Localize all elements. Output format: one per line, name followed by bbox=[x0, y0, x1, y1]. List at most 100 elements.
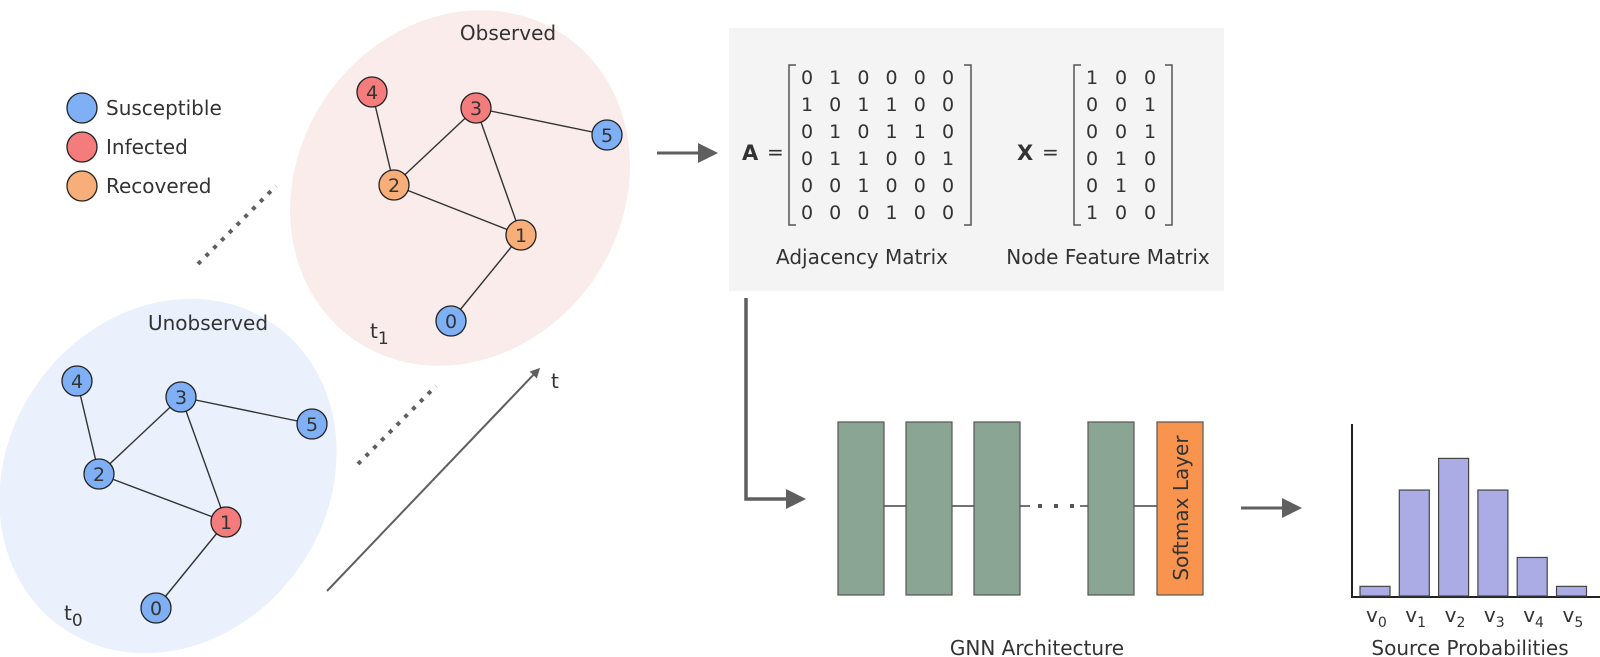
matrix-cell: 0 bbox=[829, 94, 841, 116]
matrix-cell: 0 bbox=[829, 175, 841, 197]
matrix-cell: 0 bbox=[801, 148, 813, 170]
node-circle-icon bbox=[460, 92, 492, 124]
legend-label: Recovered bbox=[106, 174, 211, 198]
matrix-cell: 1 bbox=[829, 148, 841, 170]
feature-right-bracket bbox=[1165, 64, 1173, 226]
matrix-cell: 0 bbox=[886, 175, 898, 197]
node-circle-icon bbox=[378, 169, 410, 201]
graph-edge bbox=[450, 234, 522, 322]
node-circle-icon bbox=[140, 592, 172, 624]
node-label: 0 bbox=[150, 598, 162, 620]
gnn-layer-3 bbox=[973, 421, 1021, 596]
matrix-cell: 0 bbox=[942, 202, 954, 224]
matrix-cell: 0 bbox=[801, 121, 813, 143]
matrix-cell: 0 bbox=[1115, 94, 1127, 116]
softmax-layer bbox=[1156, 421, 1204, 596]
matrix-cell: 1 bbox=[1144, 94, 1156, 116]
matrix-cell: 0 bbox=[1115, 67, 1127, 89]
matrix-cell: 0 bbox=[914, 67, 926, 89]
matrix-cell: 1 bbox=[1086, 202, 1098, 224]
graph-edge bbox=[393, 107, 477, 186]
graph-node: 5 bbox=[296, 408, 328, 440]
x-tick-label: v4 bbox=[1523, 603, 1544, 631]
recovered-swatch-icon bbox=[66, 170, 98, 202]
matrix-cell: 1 bbox=[942, 148, 954, 170]
feature-caption: Node Feature Matrix bbox=[1006, 245, 1210, 269]
adjacency-equals: = bbox=[767, 140, 784, 164]
x-tick-label: v3 bbox=[1484, 603, 1505, 631]
node-label: 5 bbox=[306, 414, 318, 436]
gnn-architecture: Softmax Layer bbox=[837, 421, 1204, 596]
bar-v4 bbox=[1516, 556, 1548, 597]
graph-node: 0 bbox=[435, 305, 467, 337]
x-tick-label: v5 bbox=[1563, 603, 1584, 631]
graph-edge bbox=[180, 396, 227, 523]
to-gnn-arrow-icon bbox=[744, 298, 806, 509]
node-circle-icon bbox=[61, 365, 93, 397]
unobserved-graph: 0 1 2 3 4 5 bbox=[61, 365, 328, 624]
graph-node: 2 bbox=[83, 458, 115, 490]
legend-item-infected: Infected bbox=[66, 131, 188, 163]
matrix-cell: 1 bbox=[1086, 67, 1098, 89]
matrix-cell: 1 bbox=[829, 67, 841, 89]
graph-node: 4 bbox=[61, 365, 93, 397]
matrix-cell: 0 bbox=[914, 148, 926, 170]
matrix-cell: 0 bbox=[886, 148, 898, 170]
matrix-cell: 0 bbox=[1144, 175, 1156, 197]
matrix-cell: 0 bbox=[942, 175, 954, 197]
timestep-ellipsis-lower bbox=[356, 384, 438, 466]
node-label: 1 bbox=[220, 512, 232, 534]
matrix-cell: 1 bbox=[857, 175, 869, 197]
graph-edge bbox=[475, 107, 522, 236]
node-circle-icon bbox=[591, 119, 623, 151]
gnn-layer-n bbox=[1087, 421, 1135, 596]
matrix-cell: 0 bbox=[829, 202, 841, 224]
graph-edge bbox=[76, 380, 100, 475]
softmax-label: Softmax Layer bbox=[1169, 435, 1193, 581]
matrix-cell: 1 bbox=[857, 94, 869, 116]
feature-left-bracket bbox=[1073, 64, 1081, 226]
observed-title: Observed bbox=[460, 21, 556, 45]
legend: Susceptible Infected Recovered bbox=[66, 92, 222, 202]
node-label: 5 bbox=[601, 125, 613, 147]
node-label: 3 bbox=[175, 387, 187, 409]
matrix-cell: 0 bbox=[942, 67, 954, 89]
matrix-cell: 0 bbox=[857, 67, 869, 89]
susceptible-swatch-icon bbox=[66, 92, 98, 124]
matrix-cell: 0 bbox=[942, 94, 954, 116]
matrix-cell: 0 bbox=[857, 121, 869, 143]
matrix-cell: 0 bbox=[801, 67, 813, 89]
matrix-cell: 1 bbox=[1115, 148, 1127, 170]
matrix-cell: 1 bbox=[886, 202, 898, 224]
matrix-cell: 0 bbox=[1144, 202, 1156, 224]
matrix-cell: 0 bbox=[1144, 67, 1156, 89]
observed-graph: 0 1 2 3 4 5 bbox=[356, 76, 623, 337]
graph-node: 3 bbox=[460, 92, 492, 124]
matrix-cell: 1 bbox=[857, 148, 869, 170]
graph-edge bbox=[155, 521, 227, 609]
matrix-cell: 0 bbox=[1086, 94, 1098, 116]
x-tick-label: v1 bbox=[1405, 603, 1426, 631]
graph-node: 5 bbox=[591, 119, 623, 151]
graph-node: 3 bbox=[165, 381, 197, 413]
node-circle-icon bbox=[505, 219, 537, 251]
unobserved-title: Unobserved bbox=[148, 311, 268, 335]
feature-symbol: X bbox=[1017, 141, 1033, 165]
bar-v3 bbox=[1477, 489, 1509, 597]
matrix-cell: 0 bbox=[942, 121, 954, 143]
legend-item-recovered: Recovered bbox=[66, 170, 211, 202]
graph-node: 1 bbox=[505, 219, 537, 251]
time-axis-arrow-icon bbox=[326, 367, 541, 592]
feature-equals: = bbox=[1042, 140, 1059, 164]
node-circle-icon bbox=[165, 381, 197, 413]
bar-v2 bbox=[1437, 457, 1470, 597]
node-circle-icon bbox=[356, 76, 388, 108]
matrix-cell: 1 bbox=[914, 121, 926, 143]
node-label: 4 bbox=[366, 82, 378, 104]
node-circle-icon bbox=[435, 305, 467, 337]
node-label: 2 bbox=[388, 175, 400, 197]
timestep-ellipsis-upper bbox=[196, 184, 278, 266]
graph-edge bbox=[371, 91, 395, 186]
